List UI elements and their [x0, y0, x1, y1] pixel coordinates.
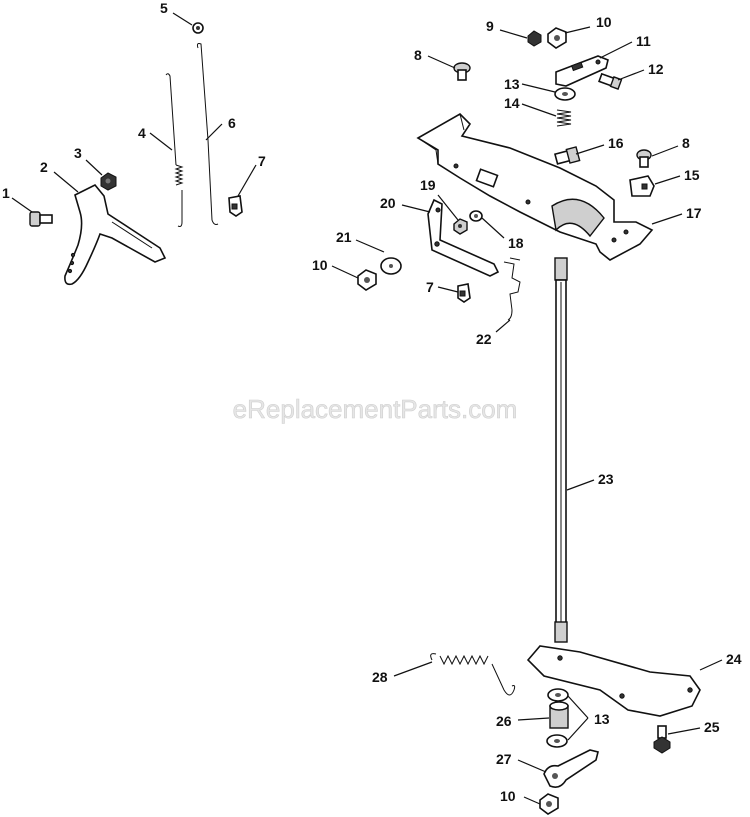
callout-9: 9 — [486, 18, 494, 34]
part-4-spring — [165, 73, 184, 227]
part-18-washer — [469, 210, 483, 222]
callout-1: 1 — [2, 185, 10, 201]
part-9-nut — [527, 30, 542, 47]
callout-4: 4 — [138, 125, 146, 141]
part-5-clip — [192, 22, 204, 34]
part-8-screw-a — [453, 62, 471, 81]
part-6-rod — [196, 43, 219, 225]
callout-23: 23 — [598, 471, 614, 487]
part-23-shaft — [554, 257, 568, 643]
callout-25: 25 — [704, 719, 720, 735]
callout-18: 18 — [508, 235, 524, 251]
callout-16: 16 — [608, 135, 624, 151]
part-7-clip-b — [457, 283, 471, 303]
callout-28: 28 — [372, 669, 388, 685]
callout-13-b: 13 — [594, 711, 610, 727]
part-10-nut-b — [357, 269, 377, 291]
callout-2: 2 — [40, 159, 48, 175]
callout-7-b: 7 — [426, 279, 434, 295]
part-28-spring — [430, 653, 516, 696]
callout-12: 12 — [648, 61, 664, 77]
callout-10-c: 10 — [500, 788, 516, 804]
part-27-lever — [543, 749, 599, 788]
part-13-washer-c — [546, 734, 568, 748]
callout-8-b: 8 — [682, 135, 690, 151]
leader-lines — [11, 12, 723, 805]
part-25-screw — [653, 725, 671, 754]
callout-13-a: 13 — [504, 76, 520, 92]
part-8-screw-b — [636, 149, 652, 168]
part-13-washer-b — [547, 688, 569, 702]
part-17-bracket — [416, 113, 654, 261]
part-10-nut-a — [547, 27, 567, 49]
part-13-washer-a — [554, 87, 576, 101]
part-10-nut-c — [539, 793, 559, 815]
part-11-plate — [555, 55, 609, 87]
part-12-screw — [598, 72, 623, 90]
part-15-clip — [629, 175, 655, 197]
callout-20: 20 — [380, 195, 396, 211]
callout-6: 6 — [228, 115, 236, 131]
callout-14: 14 — [504, 95, 520, 111]
part-2-lever — [64, 183, 167, 286]
callout-27: 27 — [496, 751, 512, 767]
part-19-nut — [453, 218, 468, 235]
callout-26: 26 — [496, 713, 512, 729]
part-20-lever — [427, 198, 500, 277]
callout-10-b: 10 — [312, 257, 328, 273]
watermark: eReplacementParts.com — [233, 394, 518, 424]
callout-24: 24 — [726, 651, 742, 667]
part-3-nut — [100, 172, 117, 191]
part-16-screw — [553, 146, 581, 165]
part-7-clip-a — [228, 195, 243, 217]
part-24-plate — [526, 645, 701, 717]
callout-21: 21 — [336, 229, 352, 245]
part-22-link — [503, 257, 521, 321]
part-1-screw — [29, 211, 53, 227]
part-26-spacer — [549, 701, 569, 729]
callout-5: 5 — [160, 0, 168, 16]
callout-22: 22 — [476, 331, 492, 347]
part-21-washer — [380, 257, 402, 275]
callout-3: 3 — [74, 145, 82, 161]
callout-10-a: 10 — [596, 14, 612, 30]
callout-15: 15 — [684, 167, 700, 183]
part-14-spring — [556, 109, 572, 127]
callout-7-a: 7 — [258, 153, 266, 169]
callout-11: 11 — [636, 33, 651, 49]
callout-17: 17 — [686, 205, 702, 221]
callout-8-a: 8 — [414, 47, 422, 63]
callout-19: 19 — [420, 177, 436, 193]
